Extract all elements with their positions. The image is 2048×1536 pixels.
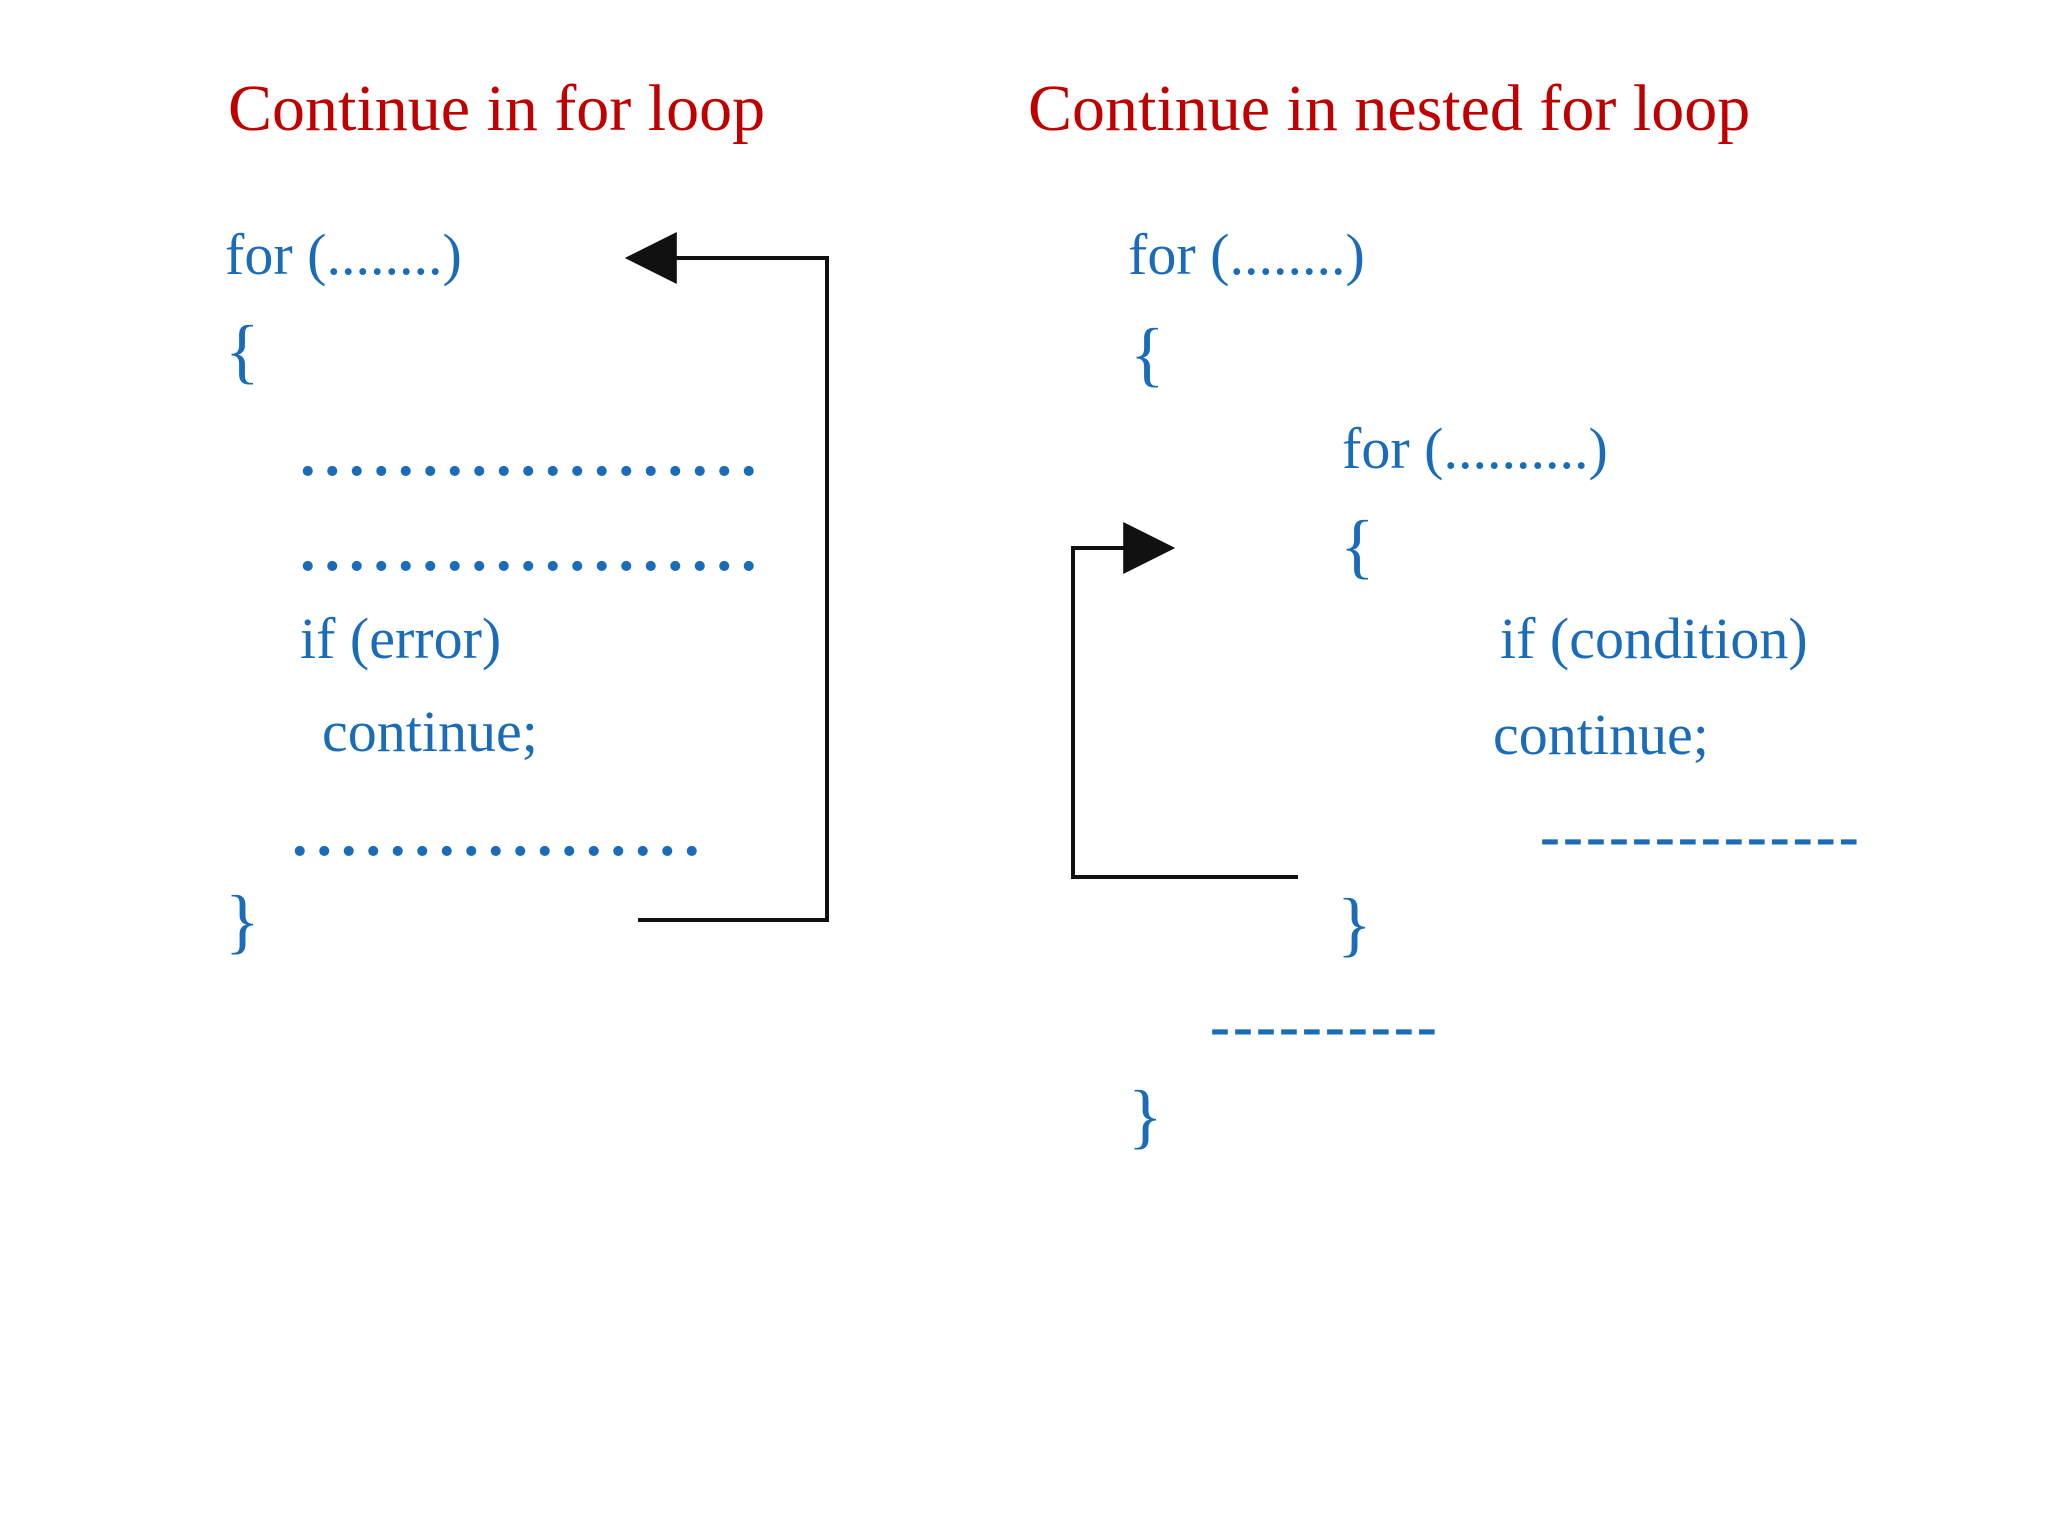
left-code-close-brace: } — [225, 881, 260, 961]
right-code-inner-close-brace: } — [1337, 884, 1372, 964]
left-code-if-line: if (error) — [300, 606, 502, 671]
left-code-dots-line-1: ................... — [300, 421, 766, 489]
right-code-outer-for-line: for (........) — [1128, 222, 1365, 287]
right-code-outer-open-brace: { — [1130, 314, 1165, 394]
right-code-inner-for-line: for (..........) — [1342, 416, 1608, 481]
loop-back-arrow — [624, 232, 829, 922]
right-code-inner-dashes-line: -------------- — [1540, 803, 1862, 869]
left-code-open-brace: { — [225, 311, 260, 391]
left-code-dots-line-3: ................. — [292, 801, 709, 869]
right-code-if-line: if (condition) — [1500, 606, 1808, 671]
left-code-dots-line-2: ................... — [300, 516, 766, 584]
right-code-inner-open-brace: { — [1340, 506, 1375, 586]
continue-jump-arrow — [1071, 522, 1298, 879]
right-panel-title: Continue in nested for loop — [1028, 72, 1751, 145]
left-panel-title: Continue in for loop — [228, 72, 766, 145]
left-code-for-line: for (........) — [225, 222, 462, 287]
right-code-outer-close-brace: } — [1128, 1076, 1163, 1156]
left-code-continue-line: continue; — [322, 699, 538, 764]
right-code-outer-dashes-line: ---------- — [1210, 993, 1440, 1059]
right-code-continue-line: continue; — [1493, 702, 1709, 767]
